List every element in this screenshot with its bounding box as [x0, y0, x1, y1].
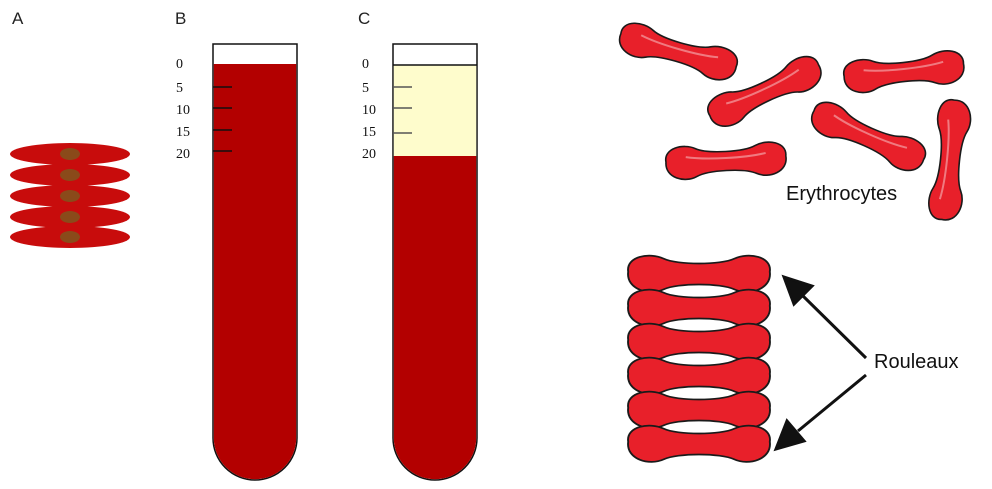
scale-b-label: 10	[176, 103, 190, 118]
rouleaux-label: Rouleaux	[874, 351, 959, 373]
stacked-disc	[10, 164, 130, 186]
scale-c-label: 15	[362, 125, 376, 140]
scale-c-label: 10	[362, 103, 376, 118]
rouleaux-cell	[628, 290, 770, 326]
scale-c-label: 0	[362, 57, 369, 72]
rouleaux-cell	[628, 392, 770, 428]
erythrocyte	[927, 98, 972, 221]
scale-b-label: 20	[176, 147, 190, 162]
test-tube-b	[213, 44, 297, 480]
rouleaux-cell	[628, 324, 770, 360]
rouleaux-stack	[628, 256, 770, 462]
rouleaux-cell	[628, 256, 770, 292]
arrowhead-down	[776, 421, 804, 449]
rouleaux-cell	[628, 426, 770, 462]
stacked-disc-column	[10, 143, 130, 248]
scale-c-label: 5	[362, 81, 369, 96]
scale-c-label: 20	[362, 147, 376, 162]
erythrocyte	[616, 19, 741, 84]
arrow-up	[802, 295, 866, 358]
scale-b-label: 15	[176, 125, 190, 140]
panel-c-label: C	[358, 9, 370, 28]
arrow-down	[798, 375, 866, 431]
rouleaux-arrows	[776, 277, 866, 449]
erythrocyte	[806, 97, 929, 176]
stacked-disc	[10, 226, 130, 248]
scale-b-label: 0	[176, 57, 183, 72]
stacked-disc	[10, 143, 130, 165]
erythrocyte	[665, 141, 787, 180]
erythrocyte	[842, 49, 965, 94]
panel-b-label: B	[175, 9, 186, 28]
test-tube-c	[393, 44, 477, 480]
tube-c-blood	[394, 156, 476, 479]
rouleaux-cell	[628, 358, 770, 394]
tube-c-plasma	[394, 65, 476, 156]
stacked-disc	[10, 206, 130, 228]
panel-a-label: A	[12, 9, 24, 28]
stacked-disc	[10, 185, 130, 207]
tube-b-blood	[214, 64, 296, 479]
erythrocytes-label: Erythrocytes	[786, 183, 897, 205]
scale-b-label: 5	[176, 81, 183, 96]
